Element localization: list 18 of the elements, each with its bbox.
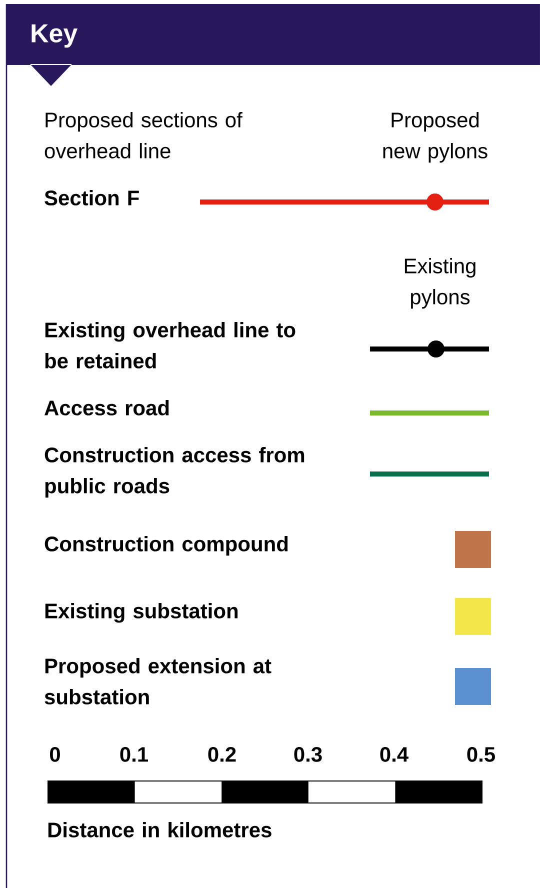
title-banner: Key: [6, 4, 540, 86]
legend-text: Proposed extension at substation: [44, 658, 272, 704]
legend-text: Construction compound: [44, 536, 288, 556]
legend-text: Construction access from public roads: [44, 447, 304, 498]
legend-text: Existing substation: [45, 603, 238, 623]
scale-number: 0.2: [208, 747, 236, 762]
legend-text: Section F: [44, 190, 139, 206]
legend-text: Access road: [44, 400, 169, 416]
scale-number: 0.5: [467, 747, 495, 762]
scale-number: 0: [50, 747, 60, 762]
column-heading: Proposed sections of overhead line: [44, 112, 242, 158]
legend-text: Existing overhead line to be retained: [45, 322, 296, 368]
column-heading: Existing pylons: [404, 258, 476, 309]
scale-caption: Distance in kilometres: [48, 822, 272, 838]
scale-number: 0.1: [120, 747, 148, 762]
scale-number: 0.3: [294, 747, 322, 762]
scale-number: 0.4: [380, 747, 408, 762]
column-heading: Proposed new pylons: [383, 112, 488, 163]
